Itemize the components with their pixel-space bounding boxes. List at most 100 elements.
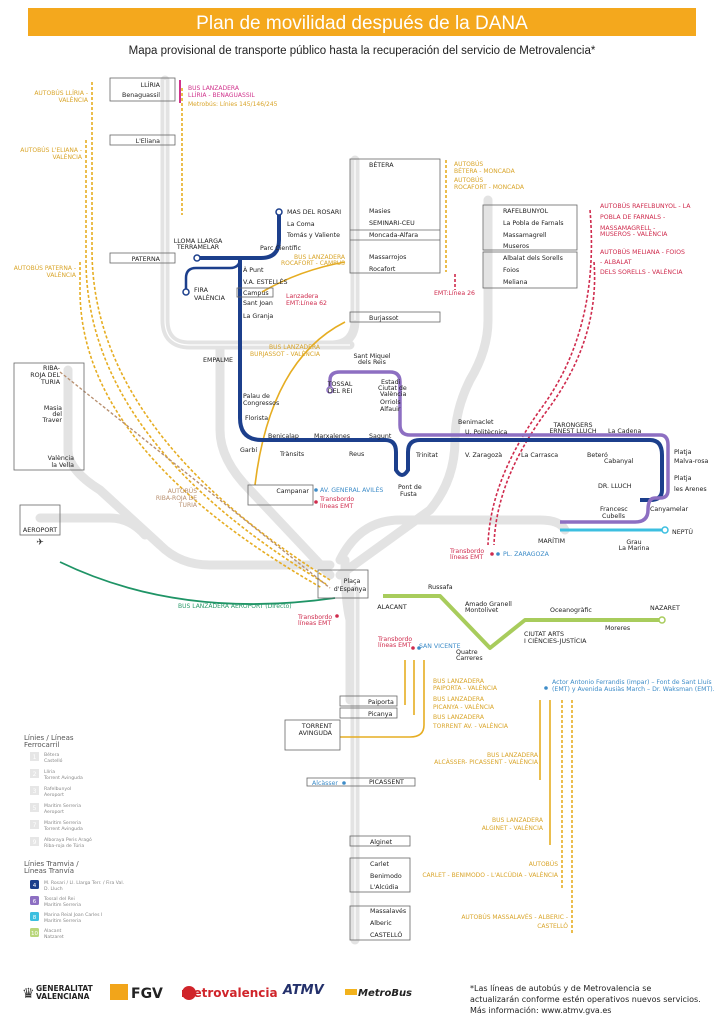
tram-zaragoza[interactable]: V. Zaragozà bbox=[465, 451, 502, 459]
tram-garbi[interactable]: Garbí bbox=[240, 446, 257, 454]
station-paiporta[interactable]: Paiporta bbox=[368, 699, 394, 706]
station-foios[interactable]: Foios bbox=[503, 267, 519, 274]
tram-neptu[interactable]: NEPTÚ bbox=[672, 527, 693, 536]
station-alcasser[interactable]: Alcàsser bbox=[312, 779, 338, 787]
station-campanar[interactable]: Campanar bbox=[276, 488, 309, 495]
tram-ciutat-2[interactable]: I CIÈNCIES-JUSTÍCIA bbox=[524, 636, 587, 645]
tram-cadena[interactable]: La Cadena bbox=[608, 428, 641, 435]
tram-amado-1[interactable]: Amado Granell bbox=[465, 601, 512, 608]
station-massarrojos[interactable]: Massarrojos bbox=[369, 254, 406, 261]
station-meliana[interactable]: Meliana bbox=[503, 279, 528, 286]
station-masia-3[interactable]: Traver bbox=[41, 417, 62, 424]
tram-fira-2[interactable]: VALÈNCIA bbox=[194, 293, 226, 302]
tram-estadi-2[interactable]: Ciutat de bbox=[378, 385, 407, 392]
tram-benimaclet[interactable]: Benimaclet bbox=[458, 419, 494, 426]
tram-tarongers-2[interactable]: ERNEST LLUCH bbox=[549, 428, 597, 435]
tram-quatre-1[interactable]: Quatre bbox=[456, 649, 478, 656]
tram-moreres[interactable]: Moreres bbox=[605, 625, 630, 632]
footer-note-3[interactable]: Más información: www.atmv.gva.es bbox=[470, 1005, 611, 1015]
station-albalat[interactable]: Albalat dels Sorells bbox=[503, 255, 563, 262]
tram-arenes-2[interactable]: les Arenes bbox=[674, 486, 707, 493]
tram-mas-rosari[interactable]: MAS DEL ROSARI bbox=[287, 209, 341, 216]
tram-canyamelar[interactable]: Canyamelar bbox=[650, 506, 688, 513]
station-burjassot[interactable]: Burjassot bbox=[369, 315, 399, 322]
tram-amado-2[interactable]: Montolivet bbox=[465, 607, 499, 614]
tram-marxalenes[interactable]: Marxalenes bbox=[314, 433, 350, 440]
station-rocafort[interactable]: Rocafort bbox=[369, 266, 396, 273]
tram-a-punt[interactable]: À Punt bbox=[243, 265, 264, 274]
tram-sant-miquel-2[interactable]: dels Reis bbox=[358, 359, 386, 366]
station-vella-1[interactable]: València bbox=[48, 454, 75, 462]
station-masia-2[interactable]: del bbox=[52, 411, 62, 418]
station-torrent-1[interactable]: TORRENT bbox=[301, 723, 332, 730]
tram-grau-1[interactable]: Grau bbox=[626, 539, 641, 546]
tram-campus[interactable]: Campus bbox=[243, 290, 269, 297]
tram-tarongers-1[interactable]: TARONGERS bbox=[553, 422, 593, 429]
station-ribaroja-1[interactable]: RIBA- bbox=[43, 365, 60, 372]
tram-estelles[interactable]: V.A. ESTELLÉS bbox=[243, 277, 288, 286]
station-benimodo[interactable]: Benimodo bbox=[370, 873, 402, 880]
tram-lloma-1[interactable]: LLOMA LLARGA bbox=[174, 238, 223, 245]
station-alberic[interactable]: Alberic bbox=[370, 920, 392, 927]
tram-empalme[interactable]: EMPALME bbox=[203, 357, 233, 364]
tram-lloma-2[interactable]: TERRAMELAR bbox=[176, 244, 220, 251]
tram-nazaret[interactable]: NAZARET bbox=[650, 605, 680, 612]
tram-tomas[interactable]: Tomás y Valiente bbox=[286, 231, 340, 239]
station-ribaroja-2[interactable]: ROJA DEL bbox=[30, 372, 60, 379]
tram-maritim[interactable]: MARÍTIM bbox=[538, 536, 565, 545]
tram-estadi-3[interactable]: València bbox=[380, 390, 407, 398]
tram-fira-1[interactable]: FIRA bbox=[194, 287, 209, 294]
station-espanya-1[interactable]: Plaça bbox=[344, 578, 361, 585]
tram-betero[interactable]: Beteró bbox=[587, 451, 608, 459]
tram-dr-lluch[interactable]: DR. LLUCH bbox=[598, 483, 632, 490]
station-ribaroja-3[interactable]: TURIA bbox=[40, 379, 61, 386]
tram-alfauir[interactable]: Alfauir bbox=[380, 406, 401, 413]
station-eliana[interactable]: L'Eliana bbox=[136, 138, 161, 145]
station-torrent-2[interactable]: AVINGUDA bbox=[299, 730, 333, 737]
station-alginet[interactable]: Alginet bbox=[370, 839, 393, 846]
station-benaguassil[interactable]: Benaguassil bbox=[122, 92, 160, 99]
tram-parc[interactable]: Parc Científic bbox=[260, 244, 301, 252]
tram-oceanografic[interactable]: Oceanogràfic bbox=[550, 606, 592, 614]
tram-carrasca[interactable]: La Carrasca bbox=[521, 452, 558, 459]
tram-palau-2[interactable]: Congressos bbox=[243, 400, 279, 407]
station-paterna[interactable]: PATERNA bbox=[132, 256, 161, 263]
station-aeroport[interactable]: AEROPORT bbox=[23, 527, 57, 534]
station-pobla[interactable]: La Pobla de Farnals bbox=[503, 220, 564, 227]
station-espanya-2[interactable]: d'Espanya bbox=[334, 586, 367, 593]
station-lliria[interactable]: LLÍRIA bbox=[141, 80, 161, 89]
tram-pont-1[interactable]: Pont de bbox=[398, 484, 422, 491]
tram-sant-joan[interactable]: Sant Joan bbox=[243, 300, 273, 307]
station-massamagrell[interactable]: Massamagrell bbox=[503, 232, 547, 239]
station-alcudia[interactable]: L'Alcúdia bbox=[370, 883, 398, 891]
station-masies[interactable]: Masies bbox=[369, 208, 390, 215]
tram-ciutat-1[interactable]: CIUTAT ARTS bbox=[524, 631, 564, 638]
tram-orriols[interactable]: Orriols bbox=[380, 399, 401, 406]
station-seminari[interactable]: SEMINARI-CEU bbox=[369, 220, 415, 227]
station-picassent[interactable]: PICASSENT bbox=[369, 779, 404, 786]
tram-palau-1[interactable]: Palau de bbox=[243, 393, 270, 400]
station-castello[interactable]: CASTELLÓ bbox=[370, 930, 402, 939]
tram-malvarosa-2[interactable]: Malva-rosa bbox=[674, 458, 708, 465]
tram-sant-miquel-1[interactable]: Sant Miquel bbox=[353, 353, 390, 360]
station-museros[interactable]: Museros bbox=[503, 243, 529, 250]
station-rafelbunyol[interactable]: RAFELBUNYOL bbox=[503, 208, 549, 215]
tram-tossal-1[interactable]: TOSSAL bbox=[327, 381, 353, 388]
tram-transits[interactable]: Trànsits bbox=[279, 450, 304, 458]
station-picanya[interactable]: Picanya bbox=[368, 711, 392, 718]
tram-benicalap[interactable]: Benicalap bbox=[268, 433, 299, 440]
tram-florista[interactable]: Florista bbox=[245, 415, 268, 422]
tram-grau-2[interactable]: La Marina bbox=[619, 545, 650, 552]
tram-malvarosa-1[interactable]: Platja bbox=[674, 449, 692, 456]
tram-cubells-1[interactable]: Francesc bbox=[600, 506, 628, 513]
tram-cubells-2[interactable]: Cubells bbox=[602, 513, 625, 520]
tram-la-coma[interactable]: La Coma bbox=[287, 221, 315, 228]
station-vella-2[interactable]: la Vella bbox=[51, 462, 74, 469]
station-massalaves[interactable]: Massalavés bbox=[370, 907, 406, 915]
tram-trinitat[interactable]: Trinitat bbox=[415, 452, 438, 459]
station-moncada[interactable]: Moncada-Alfara bbox=[369, 232, 418, 239]
tram-tossal-2[interactable]: DEL REI bbox=[328, 388, 353, 395]
tram-estadi-1[interactable]: Estadi bbox=[381, 379, 401, 386]
tram-sagunt[interactable]: Sagunt bbox=[369, 433, 392, 440]
tram-pont-2[interactable]: Fusta bbox=[400, 491, 417, 498]
